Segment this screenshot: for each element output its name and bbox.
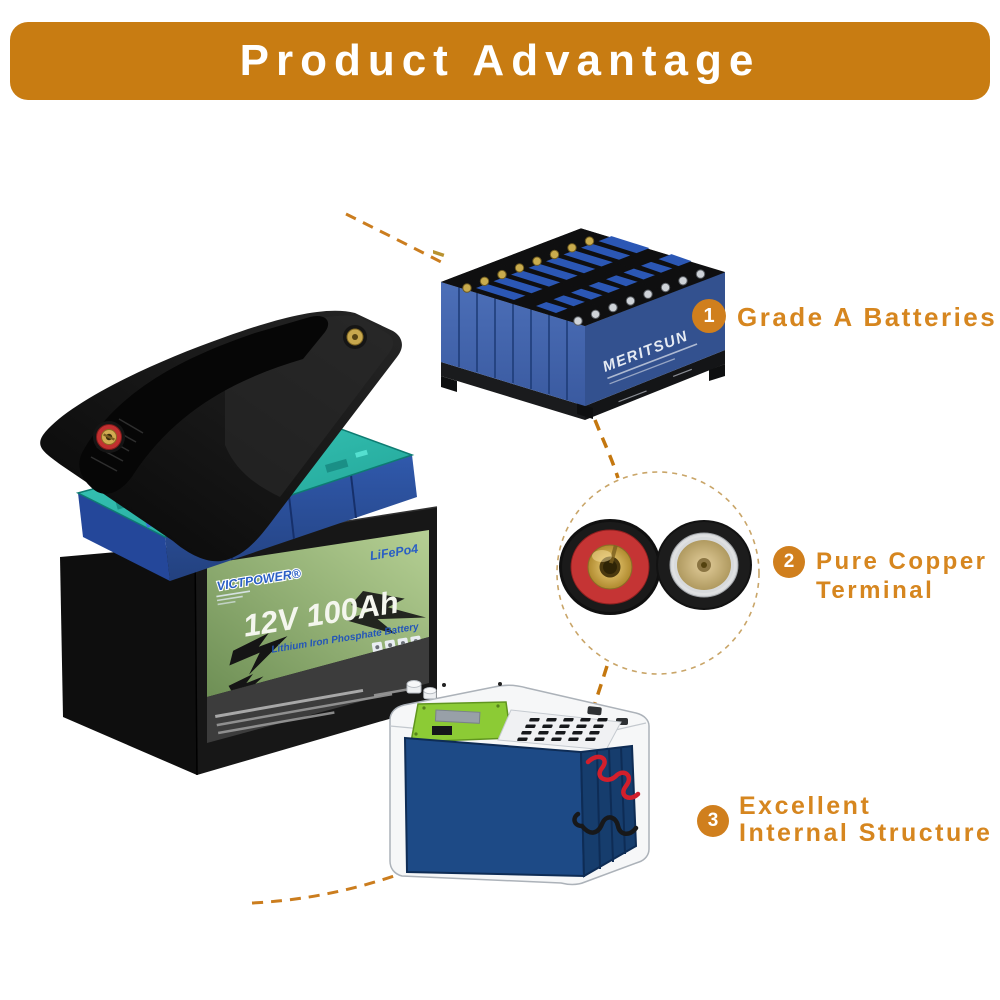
feature-2-label: Pure Copper Terminal xyxy=(816,548,988,604)
terminal-silver-tan xyxy=(656,520,752,610)
blue-cell-block xyxy=(403,736,638,878)
feature-2-number: 2 xyxy=(783,551,795,572)
dash-arc-bottom xyxy=(251,850,456,905)
gold-terminal xyxy=(343,325,367,349)
lightning-bolt-right xyxy=(345,591,426,635)
lightning-bolt-left xyxy=(229,632,288,675)
red-wire xyxy=(585,754,641,800)
internal-pcb xyxy=(410,701,512,743)
vent-caps xyxy=(406,680,437,700)
feature-3-number: 3 xyxy=(707,810,719,831)
caution-text-bars xyxy=(215,687,410,735)
main-battery-image: VICTPOWER® LiFePo4 12V 100Ah Lithium Iro… xyxy=(40,310,438,776)
feature-2-badge: 2 xyxy=(773,546,805,578)
battery-lid xyxy=(40,310,402,562)
feature-1-badge: 1 xyxy=(692,299,726,333)
page-title: Product Advantage xyxy=(239,36,761,85)
feature-1-number: 1 xyxy=(703,304,715,327)
feature-3-label: Excellent Internal Structure xyxy=(739,792,993,847)
dash-line-pack-to-circle xyxy=(593,419,620,479)
rack-feet xyxy=(441,364,725,419)
grade-a-battery-pack-image: MERITSUN xyxy=(433,227,726,420)
dash-line-lid-to-pack xyxy=(345,212,446,266)
copper-terminals-image xyxy=(556,471,760,675)
header-banner: Product Advantage xyxy=(10,22,990,100)
internal-structure-image xyxy=(389,680,650,886)
feature-3-badge: 3 xyxy=(697,805,729,837)
dashed-circle xyxy=(556,471,760,675)
pack-wire-pin xyxy=(433,249,445,258)
feature-1-label: Grade A Batteries xyxy=(737,302,998,332)
terminal-red-brass xyxy=(559,519,661,615)
red-terminal xyxy=(93,421,125,453)
black-wire xyxy=(572,811,639,836)
carry-strap xyxy=(79,315,329,494)
cell-dividers xyxy=(458,287,568,400)
pack-right-face xyxy=(585,272,725,406)
battery-front-label: VICTPOWER® LiFePo4 12V 100Ah Lithium Iro… xyxy=(207,530,429,743)
